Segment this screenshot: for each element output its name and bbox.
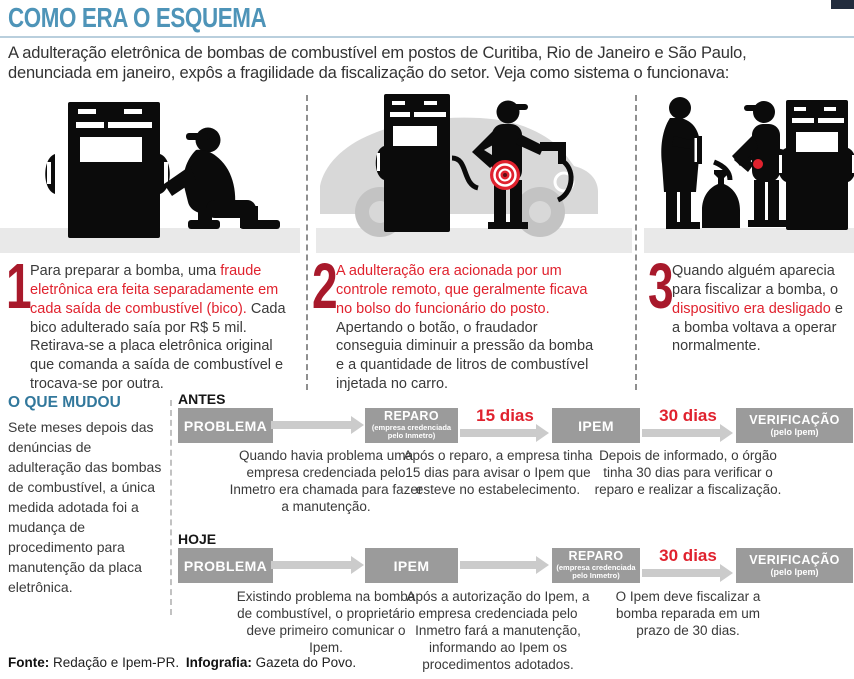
column-separator (170, 400, 172, 615)
flow-note: Após o reparo, a empresa tinha 15 dias p… (403, 448, 593, 497)
flow-label-antes: ANTES (178, 391, 226, 407)
flow-box-title: PROBLEMA (183, 557, 268, 574)
flow-box-subtitle: (pelo Ipem) (770, 567, 819, 578)
fuel-hose (713, 159, 733, 181)
remote-signal-icon (490, 160, 520, 190)
flow-box-antes-ipem: IPEM (552, 408, 640, 443)
flow-box-title: REPARO (384, 409, 439, 424)
changed-section-heading: O QUE MUDOU (8, 394, 121, 411)
step-number-3: 3 (648, 250, 674, 322)
source-text: Redação e Ipem-PR. (53, 655, 180, 670)
credit-label: Infografia: (185, 655, 252, 670)
flow-box-subtitle: (pelo Ipem) (770, 427, 819, 438)
step-text-3: Quando alguém aparecia para fiscalizar a… (672, 262, 854, 356)
fuel-container-icon (702, 170, 740, 228)
source-credit: Fonte: Redação e Ipem-PR. Infografia: Ga… (8, 655, 359, 670)
step-1-post: Cada bico adulterado saía por R$ 5 mil. … (30, 300, 286, 393)
flow-note: Quando havia problema uma empresa creden… (229, 448, 423, 514)
changed-section-body: Sete meses depois das denúncias de adult… (8, 419, 162, 596)
flow-arrow-icon (642, 564, 733, 582)
flow-arrow-icon (460, 556, 549, 574)
intro-line-2: denunciada em janeiro, expôs a fragilida… (8, 64, 730, 83)
step-number-2: 2 (312, 250, 338, 322)
pump-attendant-icon (472, 100, 574, 229)
step-3-post: e a bomba voltava a operar normalmente. (672, 300, 843, 355)
step-2-highlight: A adulteração era acionada por um contro… (336, 263, 588, 317)
flow-box-hoje-problema: PROBLEMA (178, 548, 273, 583)
intro-line-1: A adulteração eletrônica de bombas de co… (8, 44, 747, 62)
step-number-1: 1 (6, 250, 32, 322)
flow-connector-30-dias: 30 dias (659, 406, 717, 425)
red-indicator-icon (753, 159, 763, 169)
flow-connector-15-dias: 15 dias (476, 406, 534, 425)
flow-box-subtitle: (empresa credenciada pelo Inmetro) (371, 422, 452, 441)
flow-box-hoje-verificacao: VERIFICAÇÃO (pelo Ipem) (736, 548, 853, 583)
flow-note: Após a autorização do Ipem, a empresa cr… (406, 589, 590, 672)
flow-label-hoje: HOJE (178, 531, 217, 547)
step-text-1: Para preparar a bomba, uma fraude eletrô… (30, 262, 298, 394)
intro-text: A adulteração eletrônica de bombas de co… (8, 43, 854, 83)
flow-arrow-icon (271, 556, 364, 574)
flow-connector-30-dias: 30 dias (659, 546, 717, 565)
panel-separator (306, 95, 308, 390)
source-label: Fonte: (8, 655, 50, 670)
flow-box-title: PROBLEMA (183, 417, 268, 434)
illustration-step-3 (644, 97, 854, 253)
step-3-pre: Quando alguém aparecia para fiscalizar a… (672, 263, 839, 298)
flow-box-hoje-ipem: IPEM (365, 548, 458, 583)
flow-arrow-icon (642, 424, 733, 442)
flow-box-title: REPARO (568, 549, 624, 564)
flow-arrow-icon (460, 424, 549, 442)
flow-box-antes-verificacao: VERIFICAÇÃO (pelo Ipem) (736, 408, 853, 443)
flow-box-title: VERIFICAÇÃO (749, 412, 840, 427)
step-text-2: A adulteração era acionada por um contro… (336, 262, 598, 394)
flow-box-title: VERIFICAÇÃO (749, 552, 840, 567)
inspector-icon (661, 97, 702, 229)
fuel-pump-icon (777, 100, 854, 230)
flow-note: Depois de informado, o órgão tinha 30 di… (594, 448, 782, 497)
floor (316, 228, 632, 253)
car-icon (320, 117, 598, 237)
attendant-filling-icon (732, 101, 788, 227)
flow-box-hoje-reparo: REPARO (empresa credenciada pelo Inmetro… (552, 548, 640, 583)
kneeling-technician-icon (164, 127, 280, 229)
panel-separator (635, 95, 637, 390)
flow-box-antes-reparo: REPARO (empresa credenciada pelo Inmetro… (365, 408, 458, 443)
illustration-step-1 (0, 102, 300, 253)
step-1-pre: Para preparar a bomba, uma (30, 263, 221, 279)
flow-arrow-icon (271, 416, 364, 434)
floor (644, 228, 854, 253)
flow-box-title: IPEM (578, 417, 614, 434)
flow-box-title: IPEM (393, 557, 430, 574)
flow-note: O Ipem deve fiscalizar a bomba reparada … (615, 589, 761, 638)
page-corner-mark (831, 0, 854, 9)
credit-text: Gazeta do Povo. (255, 655, 357, 670)
illustration-step-2 (316, 94, 632, 253)
step-2-post: Apertando o botão, o fraudador conseguia… (336, 319, 594, 393)
step-1-highlight: fraude eletrônica era feita separadament… (30, 263, 279, 317)
page-title: COMO ERA O ESQUEMA (8, 2, 267, 33)
flow-note: Existindo problema na bomba de combustív… (236, 589, 416, 655)
title-divider (0, 36, 854, 38)
flow-box-antes-problema: PROBLEMA (178, 408, 273, 443)
fuel-pump-icon (375, 94, 450, 232)
fuel-pump-icon (45, 102, 170, 238)
step-3-highlight: dispositivo era desligado (672, 300, 831, 317)
flow-box-subtitle: (empresa credenciada pelo Inmetro) (556, 562, 636, 581)
fuel-hose (451, 155, 480, 191)
